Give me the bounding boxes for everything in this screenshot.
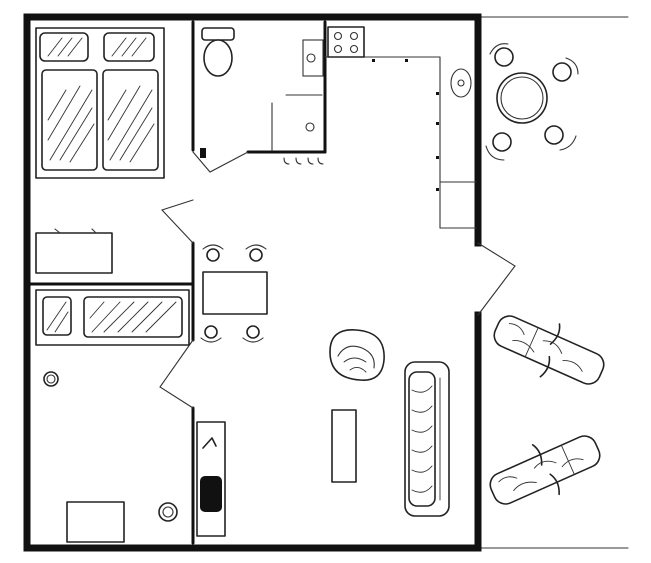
dining-table: [202, 271, 268, 315]
desk-bottom-left: [43, 371, 178, 543]
coffee-table: [331, 409, 357, 483]
bathroom-sink: [302, 39, 324, 77]
kitchen-counter: [372, 59, 472, 191]
tv-cabinet: [196, 421, 226, 537]
shower: [200, 94, 324, 165]
sofa: [404, 361, 450, 517]
outside-boundary-lines: [477, 16, 629, 549]
door-swings: [159, 151, 516, 409]
patio-round-table: [496, 72, 548, 124]
single-bed: [35, 289, 190, 346]
bathroom-toilet: [201, 27, 235, 77]
armchair: [329, 329, 385, 381]
double-bed: [35, 27, 165, 179]
interior-walls: [28, 20, 477, 545]
desk-left: [35, 228, 113, 274]
exterior-walls: [23, 13, 482, 552]
sun-loungers: [489, 315, 605, 505]
kitchen-stove: [327, 26, 365, 58]
patio-chairs: [485, 43, 579, 161]
dining-chairs: [200, 244, 267, 343]
